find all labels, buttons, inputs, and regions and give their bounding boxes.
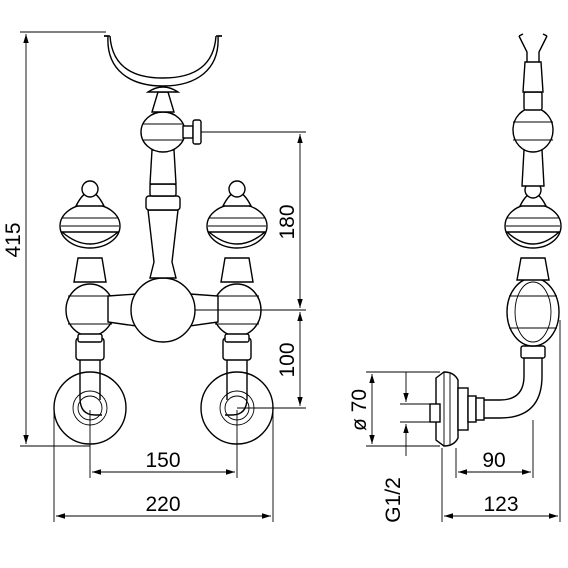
central-body (130, 86, 202, 343)
dim-123-label: 123 (483, 493, 518, 516)
front-extension-lines (20, 31, 306, 522)
side-upper-column (512, 33, 554, 187)
right-union (222, 337, 252, 416)
dim-thread-label: G1/2 (382, 477, 405, 523)
dim-180-label: 180 (276, 204, 299, 239)
front-dimension-lines (23, 34, 303, 519)
right-handle (206, 180, 268, 249)
handshower-cradle (104, 35, 222, 87)
side-wall-flange (429, 371, 485, 447)
dim-100-label: 100 (276, 342, 299, 377)
right-valve-body (212, 257, 262, 343)
side-extension-lines (366, 320, 561, 522)
dimension-labels: 415 180 100 150 220 ø 70 G1/2 90 123 (2, 204, 519, 522)
dim-diameter-70-label: ø 70 (348, 389, 371, 431)
side-handle (504, 181, 562, 249)
side-valve-body (506, 257, 560, 359)
dim-415-label: 415 (2, 222, 25, 257)
left-valve-body (65, 257, 115, 343)
dim-150-label: 150 (145, 449, 180, 472)
front-view (20, 31, 306, 522)
side-view (366, 33, 562, 522)
left-handle (59, 180, 121, 249)
dim-220-label: 220 (145, 493, 180, 516)
dim-90-label: 90 (482, 449, 505, 472)
side-curved-arm (484, 356, 543, 419)
side-dimension-lines (369, 372, 558, 519)
left-union (75, 337, 105, 416)
